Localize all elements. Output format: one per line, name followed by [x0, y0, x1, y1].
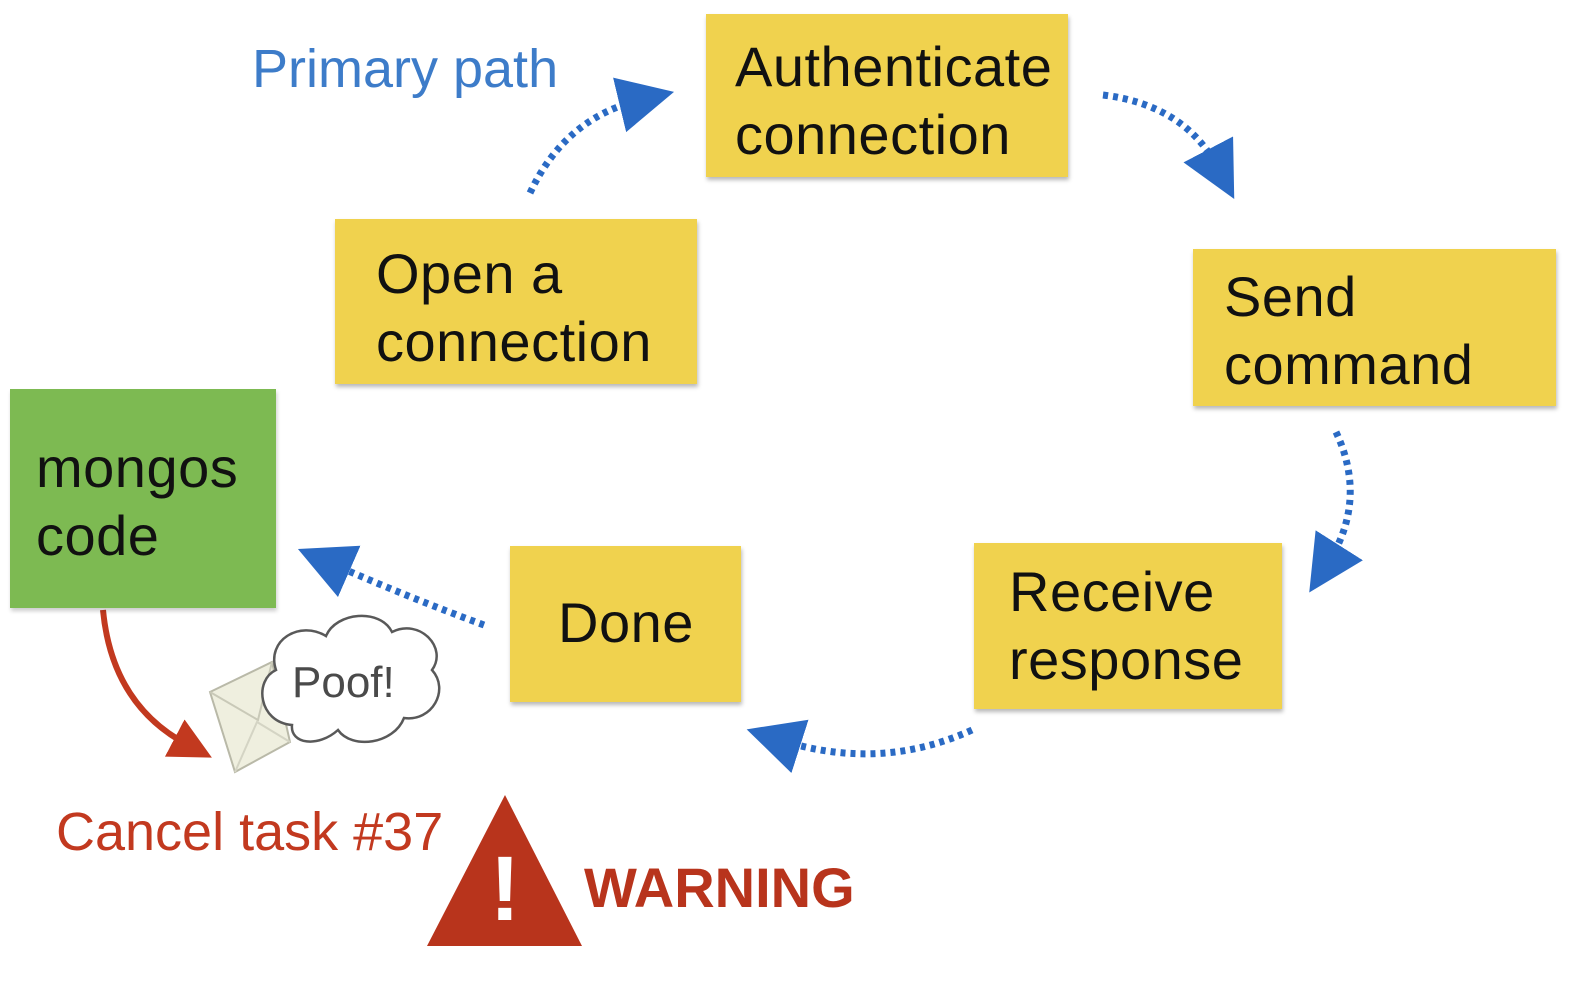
mongos-code-box: mongos code	[10, 389, 276, 608]
arrow-open-to-authenticate	[526, 77, 675, 195]
cancel-task-label: Cancel task #37	[56, 802, 444, 862]
step-send-command: Send command	[1193, 249, 1556, 406]
primary-path-label: Primary path	[252, 39, 559, 99]
step-receive-line1: Receive	[1009, 560, 1215, 623]
arrow-authenticate-to-send	[1102, 91, 1235, 199]
step-authenticate-line2: connection	[735, 103, 1011, 166]
arrow-receive-to-done	[746, 719, 974, 774]
step-receive-response: Receive response	[974, 543, 1282, 709]
warning-symbol: !	[490, 838, 521, 940]
step-receive-line2: response	[1009, 628, 1244, 691]
step-open-connection: Open a connection	[335, 219, 697, 384]
arrow-done-to-mongos	[297, 545, 486, 629]
cloud-icon	[261, 614, 441, 744]
mongos-line2: code	[36, 504, 160, 567]
step-done: Done	[510, 546, 741, 702]
step-open-line1: Open a	[376, 242, 563, 305]
step-authenticate-line1: Authenticate	[735, 35, 1053, 98]
step-open-line2: connection	[376, 310, 652, 373]
arrow-send-to-receive	[1309, 430, 1363, 593]
step-authenticate-connection: Authenticate connection	[706, 14, 1068, 177]
step-send-line2: command	[1224, 333, 1474, 396]
mongos-line1: mongos	[36, 436, 239, 499]
warning-label: WARNING	[584, 856, 855, 919]
step-send-line1: Send	[1224, 265, 1357, 328]
warning-icon: !	[427, 795, 582, 946]
arrow-mongos-to-cancel	[100, 609, 212, 758]
step-done-label: Done	[558, 591, 694, 654]
cloud-text: Poof!	[292, 658, 395, 707]
